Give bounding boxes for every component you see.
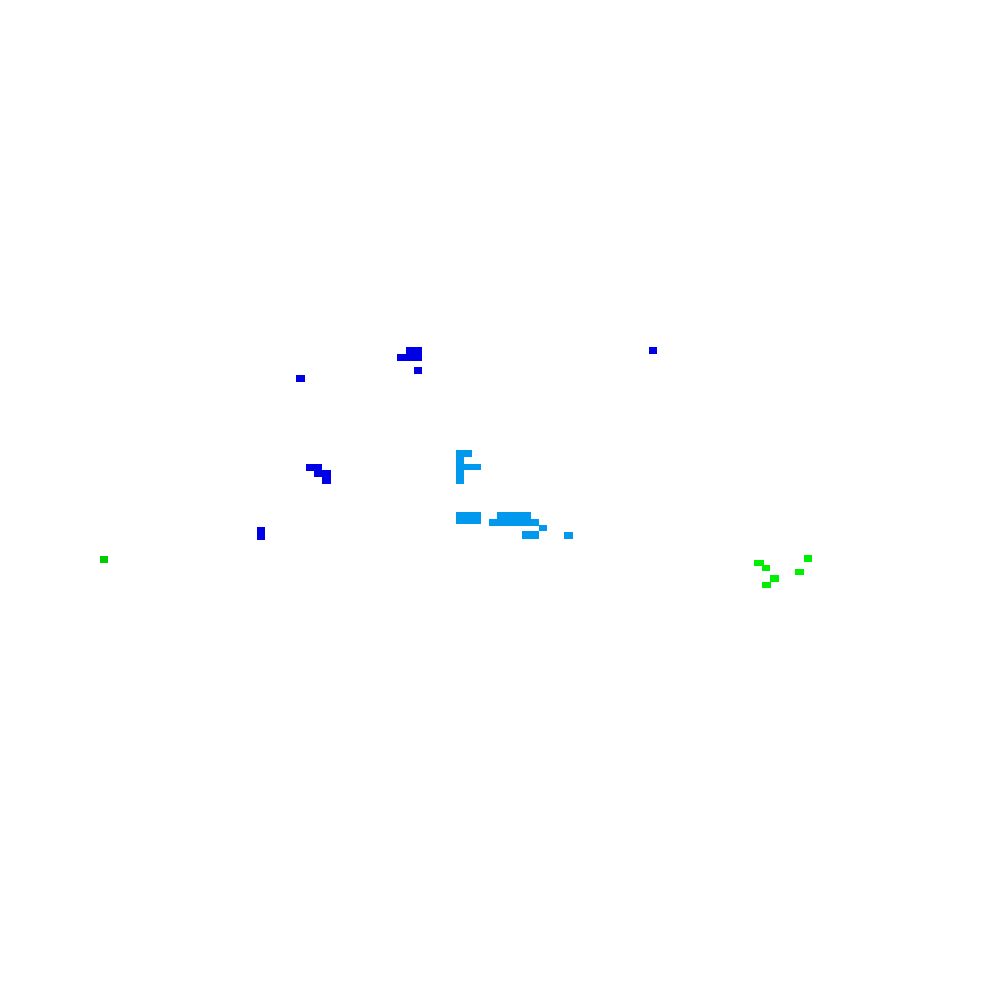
isolated-green-dot-pixel-1 (100, 556, 108, 563)
light-blue-cluster-pixel-7 (539, 525, 547, 531)
light-blue-cluster-pixel-1 (456, 450, 472, 457)
dark-blue-cluster-pixel-2 (397, 354, 422, 361)
green-cluster-pixel-2 (762, 565, 770, 571)
dark-blue-cluster-pixel-6 (306, 464, 322, 471)
green-cluster-pixel-4 (762, 582, 771, 588)
light-blue-cluster-pixel-9 (564, 532, 573, 539)
green-cluster (754, 555, 812, 588)
green-cluster-pixel-1 (754, 560, 764, 566)
green-cluster-pixel-6 (795, 569, 804, 575)
dark-blue-cluster (257, 347, 657, 540)
light-blue-cluster-pixel-2 (456, 457, 464, 484)
dark-blue-cluster-pixel-5 (649, 347, 657, 354)
dark-blue-cluster-pixel-9 (257, 527, 265, 540)
dark-blue-cluster-pixel-4 (296, 375, 305, 382)
light-blue-cluster-pixel-8 (522, 531, 539, 539)
dark-blue-cluster-pixel-3 (414, 367, 422, 374)
dark-blue-cluster-pixel-1 (406, 347, 422, 354)
green-cluster-pixel-3 (770, 575, 779, 582)
light-blue-cluster-pixel-4 (456, 512, 481, 524)
light-blue-cluster (456, 450, 573, 539)
light-blue-cluster-pixel-3 (464, 464, 481, 470)
dark-blue-cluster-pixel-7 (314, 470, 331, 477)
isolated-green-dot (100, 556, 108, 563)
dark-blue-cluster-pixel-8 (322, 477, 331, 484)
light-blue-cluster-pixel-6 (489, 519, 539, 526)
green-cluster-pixel-5 (804, 555, 812, 562)
light-blue-cluster-pixel-5 (497, 512, 531, 519)
